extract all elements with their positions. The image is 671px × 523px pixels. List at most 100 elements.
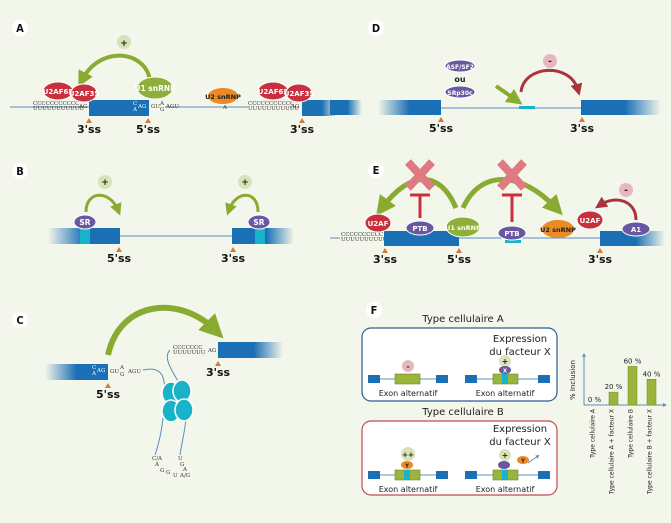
exon-label: Exon alternatif bbox=[476, 485, 535, 494]
seq-c: C bbox=[92, 365, 96, 371]
constitutive-exon bbox=[538, 471, 550, 479]
protein-label: U2AF35 bbox=[69, 90, 100, 98]
site-label-5ss: 5'ss bbox=[107, 252, 132, 265]
seq-gu: GU bbox=[151, 104, 160, 110]
u2-snrnp bbox=[208, 88, 238, 104]
bar bbox=[608, 391, 619, 406]
loop-seq: A bbox=[182, 467, 188, 473]
enhancer-element bbox=[255, 228, 265, 244]
panel-f: F Type cellulaire A Expression du facteu… bbox=[361, 302, 667, 496]
enhancer-element bbox=[502, 470, 508, 480]
polypyrimidine-tract: UUUUUUUUUUU bbox=[33, 106, 84, 112]
category-tick-label: Type cellulaire B + facteur X bbox=[647, 409, 654, 495]
plus-circle bbox=[499, 355, 511, 367]
expression-label: du facteur X bbox=[489, 437, 551, 448]
inclusion-bar-chart: % Inclusion 0 %Type cellulaire A20 %Type… bbox=[569, 353, 667, 495]
enhancer-element bbox=[502, 374, 508, 384]
loop-seq: U bbox=[178, 456, 183, 462]
exon-fragment bbox=[330, 100, 362, 115]
exon-label: Exon alternatif bbox=[379, 389, 438, 398]
splice-site-marker bbox=[579, 117, 585, 122]
plus-sign: + bbox=[101, 178, 109, 188]
bar bbox=[627, 366, 638, 406]
displacement-arrow bbox=[527, 454, 540, 464]
srp30c-protein bbox=[444, 85, 476, 99]
category-tick-label: Type cellulaire A + facteur X bbox=[609, 409, 616, 495]
polypyrimidine-tract: UUUUUUUUUUU bbox=[248, 106, 299, 112]
seq-g: G bbox=[160, 107, 164, 113]
factor-x-protein bbox=[498, 461, 510, 469]
cell-type-a-title: Type cellulaire A bbox=[421, 314, 504, 325]
plus-circle bbox=[499, 449, 511, 461]
seq-agu: AGU bbox=[165, 104, 179, 110]
bar-value-label: 0 % bbox=[588, 396, 602, 404]
site-label-3ss: 3'ss bbox=[373, 253, 398, 266]
protein-label: SRp30c bbox=[447, 90, 473, 97]
constitutive-exon bbox=[465, 471, 477, 479]
activation-arrow bbox=[78, 53, 152, 88]
protein-label: PTB bbox=[412, 225, 427, 233]
polypyrimidine-tract: CCCCCCCCCC bbox=[341, 232, 383, 238]
site-label-3ss: 3'ss bbox=[77, 123, 102, 136]
exon bbox=[581, 100, 661, 115]
site-label-5ss: 5'ss bbox=[447, 253, 472, 266]
enhancer-element bbox=[404, 470, 410, 480]
hnrnp-complex-icon bbox=[161, 379, 194, 423]
u1-snrnp bbox=[445, 216, 481, 238]
plus-sign: + bbox=[120, 39, 128, 49]
plus-circle bbox=[117, 35, 131, 49]
minus-sign: - bbox=[406, 362, 409, 371]
a1-protein bbox=[621, 221, 651, 237]
seq-a: A bbox=[119, 365, 125, 371]
protein-label: U2AF65 bbox=[258, 88, 289, 96]
panel-label-b: B bbox=[16, 165, 24, 178]
repression-arrow bbox=[595, 196, 638, 221]
expression-label: Expression bbox=[493, 334, 547, 345]
protein-label: U2 snRNP bbox=[205, 93, 241, 101]
minus-circle bbox=[402, 360, 414, 372]
block-cross-icon bbox=[405, 159, 435, 191]
exon bbox=[384, 231, 459, 246]
silencer-element bbox=[519, 106, 535, 109]
panel-label-bg bbox=[368, 20, 384, 36]
protein-label: A1 bbox=[631, 226, 641, 234]
repression-arrow bbox=[519, 68, 583, 96]
seq-ag: AG bbox=[207, 348, 216, 354]
protein-label: U2AF35 bbox=[284, 90, 315, 98]
plus-sign: + bbox=[241, 178, 249, 188]
panel-c: C C A AG GU A G AGU CCCCCCC UUUUUUU AG C… bbox=[12, 304, 283, 479]
exon bbox=[218, 342, 283, 358]
constitutive-exon bbox=[368, 471, 380, 479]
cell-type-b-title: Type cellulaire B bbox=[421, 407, 504, 418]
minus-sign: - bbox=[548, 57, 552, 67]
panel-label-bg bbox=[366, 302, 382, 318]
u2af35-protein bbox=[70, 83, 98, 103]
site-label-3ss: 3'ss bbox=[588, 253, 613, 266]
plus-plus-circle bbox=[401, 447, 415, 461]
plus-sign: + bbox=[502, 451, 509, 460]
seq-a: A bbox=[91, 371, 97, 377]
site-label-3ss: 3'ss bbox=[221, 252, 246, 265]
splice-site-marker bbox=[86, 118, 92, 123]
u2af35-protein bbox=[285, 83, 313, 103]
exon bbox=[89, 100, 149, 116]
site-label-3ss: 3'ss bbox=[206, 366, 231, 379]
splice-site-marker bbox=[438, 117, 444, 122]
bar-value-label: 20 % bbox=[605, 383, 623, 391]
category-tick-label: Type cellulaire A bbox=[590, 408, 597, 459]
sr-protein bbox=[73, 214, 97, 230]
silencer-element bbox=[505, 240, 521, 243]
seq-a: A bbox=[159, 101, 165, 107]
activation-arrow bbox=[105, 304, 224, 356]
exon bbox=[302, 100, 338, 116]
plus-circle bbox=[238, 175, 252, 189]
site-label-5ss: 5'ss bbox=[429, 122, 454, 135]
branch-point: A bbox=[222, 105, 228, 111]
minus-circle bbox=[619, 183, 633, 197]
asf-sf2-protein bbox=[444, 59, 476, 73]
polypyrimidine-tract: UUUUUUUUUU bbox=[341, 237, 388, 243]
protein-label: U1 snRNP bbox=[134, 84, 176, 93]
loop-seq: C/A bbox=[152, 456, 163, 462]
exon bbox=[600, 231, 665, 246]
